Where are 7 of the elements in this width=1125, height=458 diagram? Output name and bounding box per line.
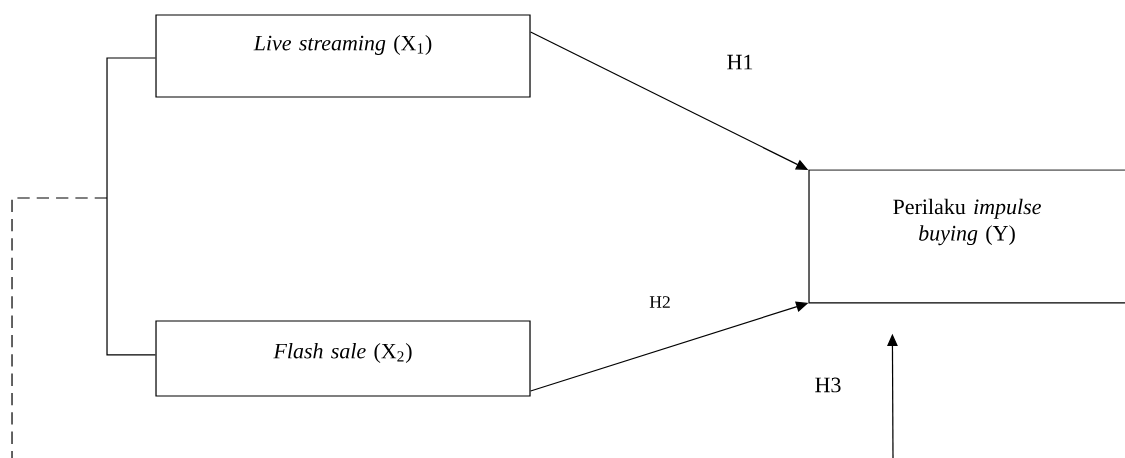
variable-box: Live streaming (X$_{1}$)	[155, 14, 531, 98]
variable-box: Perilaku impulse buying (Y)	[808, 169, 1125, 304]
edge-label: H2	[647, 294, 673, 310]
bracket	[106, 57, 156, 356]
edge-label: H3	[812, 375, 844, 395]
variable-box: Flash sale (X$_{2}$)	[155, 320, 531, 397]
edge-label: H1	[724, 53, 756, 71]
